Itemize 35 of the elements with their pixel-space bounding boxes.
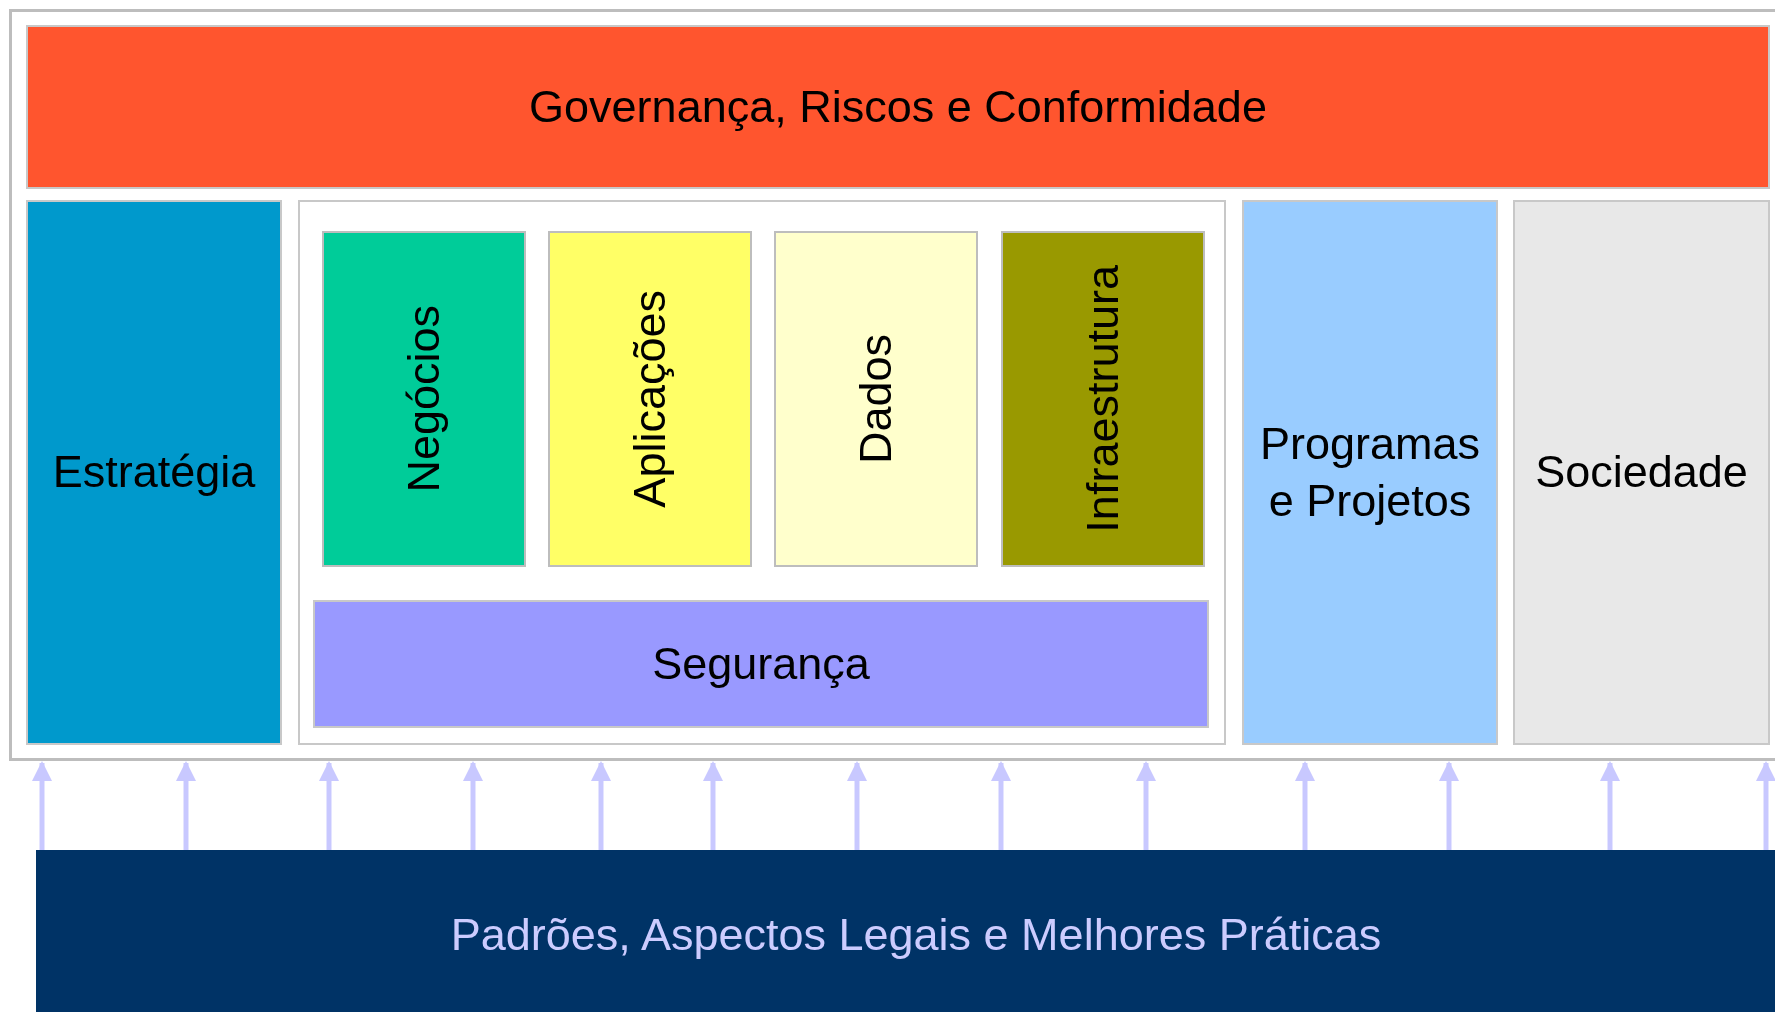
title-band — [26, 25, 1770, 189]
label-text: Governança, Riscos e Conformidade — [529, 79, 1267, 134]
arrow — [32, 761, 52, 850]
label-text: Aplicações — [622, 290, 676, 508]
layer-box — [548, 231, 752, 567]
label-text: Sociedade — [1535, 445, 1748, 500]
arrow — [463, 761, 483, 850]
column-box — [26, 200, 282, 745]
arrow — [1136, 761, 1156, 850]
label-text: Dados — [848, 333, 902, 465]
label-text: Estratégia — [52, 445, 256, 500]
layer-box — [322, 231, 526, 567]
arrow — [703, 761, 723, 850]
label-text: Negócios — [396, 305, 450, 493]
column-box — [1242, 200, 1498, 745]
arrow — [847, 761, 867, 850]
label-text: Padrões, Aspectos Legais e Melhores Práticas — [450, 907, 1382, 962]
arrow — [591, 761, 611, 850]
arrow — [991, 761, 1011, 850]
layer-box — [774, 231, 978, 567]
security-band — [313, 600, 1209, 728]
outer-frame — [9, 9, 1775, 761]
layer-box — [1001, 231, 1205, 567]
arrow — [1295, 761, 1315, 850]
label-text: Infraestrutura — [1075, 265, 1129, 533]
arrow — [319, 761, 339, 850]
arrow — [176, 761, 196, 850]
base-band — [36, 850, 1775, 1012]
label-text: Segurança — [652, 636, 870, 691]
label-text: Programas e Projetos — [1258, 417, 1482, 528]
arrow — [1439, 761, 1459, 850]
group-frame — [298, 200, 1226, 745]
column-box — [1513, 200, 1770, 745]
arrow — [1600, 761, 1620, 850]
arrow — [1756, 761, 1775, 850]
